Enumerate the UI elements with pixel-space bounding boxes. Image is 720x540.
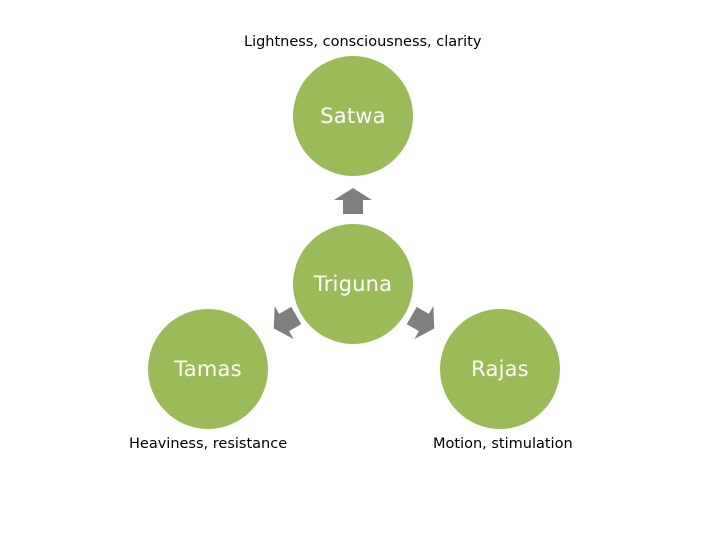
tamas-node: Tamas [148,309,268,429]
arrow-left-icon [264,299,306,345]
triguna-label: Triguna [313,272,393,296]
rajas-caption: Motion, stimulation [433,436,573,452]
rajas-node: Rajas [440,309,560,429]
tamas-caption: Heaviness, resistance [129,436,288,452]
tamas-label: Tamas [174,357,242,381]
arrow-right-icon [402,299,444,345]
satwa-caption: Lightness, consciousness, clarity [244,34,482,50]
satwa-node: Satwa [293,56,413,176]
rajas-label: Rajas [471,357,529,381]
triguna-node: Triguna [293,224,413,344]
satwa-label: Satwa [320,104,386,128]
arrow-up-icon [334,188,372,214]
